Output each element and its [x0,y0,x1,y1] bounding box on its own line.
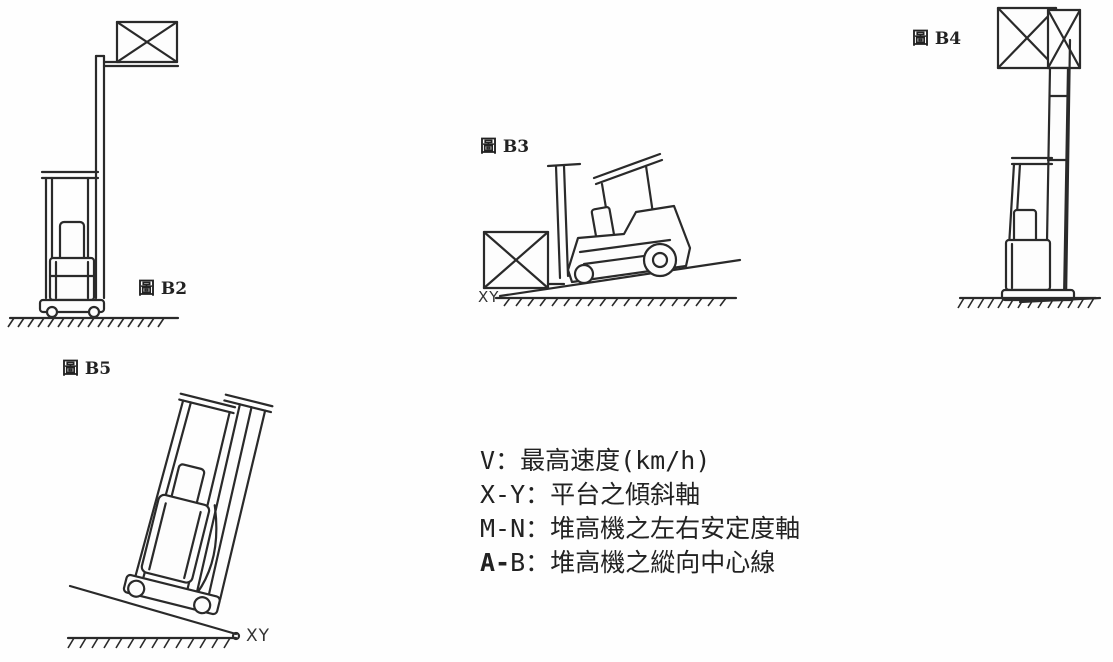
figure-b2-drawing [7,20,180,328]
figure-b3-drawing [482,152,742,307]
legend-key: V [480,446,496,475]
legend-text: 平台之傾斜軸 [550,480,701,509]
legend-separator: ： [525,480,551,509]
figure-b4: 圖 B4 [900,0,1113,340]
figure-b4-label: 圖 B4 [912,29,962,49]
legend-row-m-n: M-N：堆高機之左右安定度軸 [480,512,800,546]
legend-key: M-N [480,514,526,543]
ground-hatching [957,297,1095,309]
ground-hatching [7,317,165,328]
figure-b5-label: 圖 B5 [62,359,112,379]
legend-text: 堆高機之左右安定度軸 [550,514,801,543]
ground-hatching [503,297,727,307]
ground-hatching [67,637,231,649]
figure-b3: 圖 B3 [460,120,750,330]
figure-b3-xy-axis-mark: XY [478,288,500,306]
legend-row-a-b: A-B：堆高機之縱向中心線 [480,546,800,580]
legend-text: 最高速度(km/h) [520,446,711,475]
figure-b5: 圖 B5 [40,350,340,662]
legend-separator: ： [495,446,521,475]
legend-separator: ： [525,548,551,577]
legend-key: B [510,548,526,577]
figure-b5-xy-axis-mark: XY [246,626,271,646]
figure-b5-drawing [66,392,274,649]
legend-row-x-y: X-Y：平台之傾斜軸 [480,478,800,512]
figure-b2-label: 圖 B2 [138,279,188,299]
figure-b4-drawing [957,6,1102,309]
legend-text: 堆高機之縱向中心線 [550,548,776,577]
figure-b2: 圖 B2 [0,0,230,340]
legend-row-v: V：最高速度(km/h) [480,444,800,478]
legend-key-bold: A- [480,548,511,577]
legend: V：最高速度(km/h) X-Y：平台之傾斜軸 M-N：堆高機之左右安定度軸 A… [480,444,800,580]
figure-b3-label: 圖 B3 [480,137,530,157]
legend-separator: ： [525,514,551,543]
legend-key: X-Y [480,480,526,509]
